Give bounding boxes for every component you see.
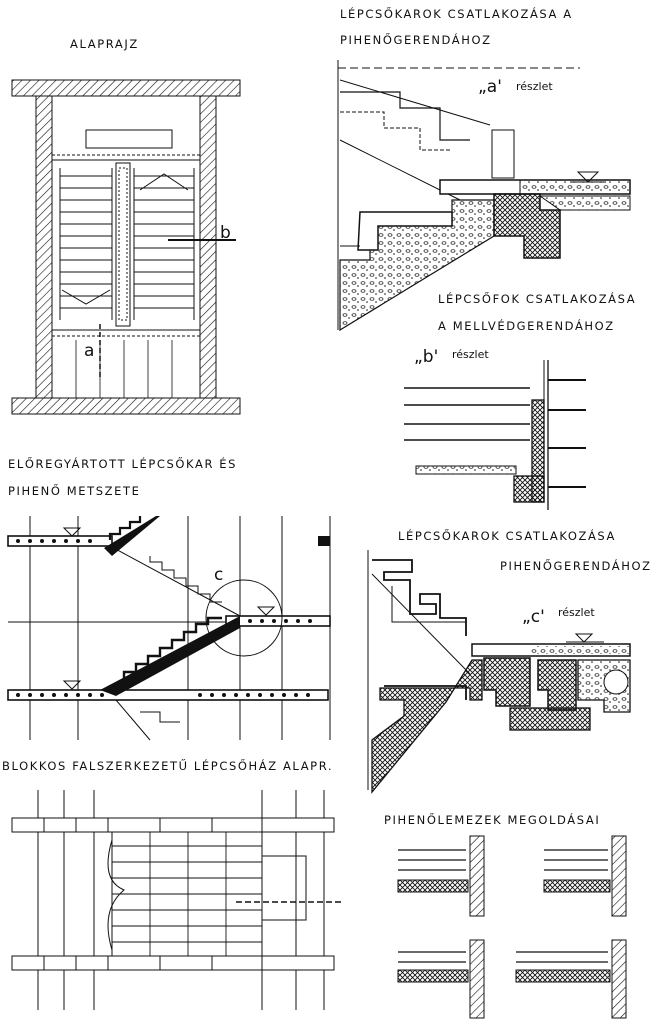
alaprajz-label-b: b	[220, 223, 231, 243]
detail-b-panel: LÉPCSŐFOK CSATLAKOZÁSA A MELLVÉDGERENDÁH…	[404, 291, 636, 510]
detail-a-title-2: PIHENŐGERENDÁHOZ	[340, 32, 492, 47]
alaprajz-label-a: a	[84, 341, 94, 361]
metszet-title-1: ELŐREGYÁRTOTT LÉPCSŐKAR ÉS	[8, 456, 237, 471]
detail-a-panel: LÉPCSŐKAROK CSATLAKOZÁSA A PIHENŐGERENDÁ…	[337, 6, 631, 332]
detail-a-drawing	[337, 60, 631, 332]
pihenolemezek-detail-1	[397, 835, 485, 917]
metszet-panel: ELŐREGYÁRTOTT LÉPCSŐKAR ÉS PIHENŐ METSZE…	[7, 456, 331, 741]
pihenolemezek-detail-3	[397, 939, 485, 1019]
metszet-drawing	[7, 516, 331, 741]
blokkos-title: BLOKKOS FALSZERKEZETŰ LÉPCSŐHÁZ ALAPR.	[2, 758, 333, 773]
detail-c-caption: részlet	[558, 606, 595, 619]
blokkos-panel: BLOKKOS FALSZERKEZETŰ LÉPCSŐHÁZ ALAPR.	[2, 758, 344, 1010]
pihenolemezek-title: PIHENŐLEMEZEK MEGOLDÁSAI	[384, 812, 600, 827]
metszet-label-c: c	[214, 565, 223, 585]
detail-a-title-1: LÉPCSŐKAROK CSATLAKOZÁSA A	[340, 6, 573, 21]
detail-c-title-1: LÉPCSŐKAROK CSATLAKOZÁSA	[398, 528, 616, 543]
detail-a-mark: „a'	[478, 77, 502, 97]
pihenolemezek-detail-2	[543, 835, 627, 917]
detail-c-drawing	[367, 550, 631, 794]
pihenolemezek-detail-4	[515, 939, 627, 1019]
detail-b-title-1: LÉPCSŐFOK CSATLAKOZÁSA	[438, 291, 636, 306]
detail-c-title-2: PIHENŐGERENDÁHOZ	[500, 558, 650, 573]
detail-c-mark: „c'	[522, 607, 545, 627]
pihenolemezek-panel: PIHENŐLEMEZEK MEGOLDÁSAI	[384, 812, 627, 1019]
alaprajz-panel: ALAPRAJZ	[11, 37, 241, 415]
detail-b-drawing	[404, 360, 586, 510]
detail-b-mark: „b'	[414, 347, 438, 367]
alaprajz-plan	[11, 79, 241, 415]
metszet-title-2: PIHENŐ METSZETE	[8, 483, 141, 498]
blokkos-plan	[11, 790, 344, 1010]
detail-b-title-2: A MELLVÉDGERENDÁHOZ	[438, 318, 615, 333]
detail-c-panel: LÉPCSŐKAROK CSATLAKOZÁSA PIHENŐGERENDÁHO…	[367, 528, 650, 794]
detail-b-caption: részlet	[452, 348, 489, 361]
alaprajz-title: ALAPRAJZ	[70, 37, 139, 51]
detail-a-caption: részlet	[516, 80, 553, 93]
